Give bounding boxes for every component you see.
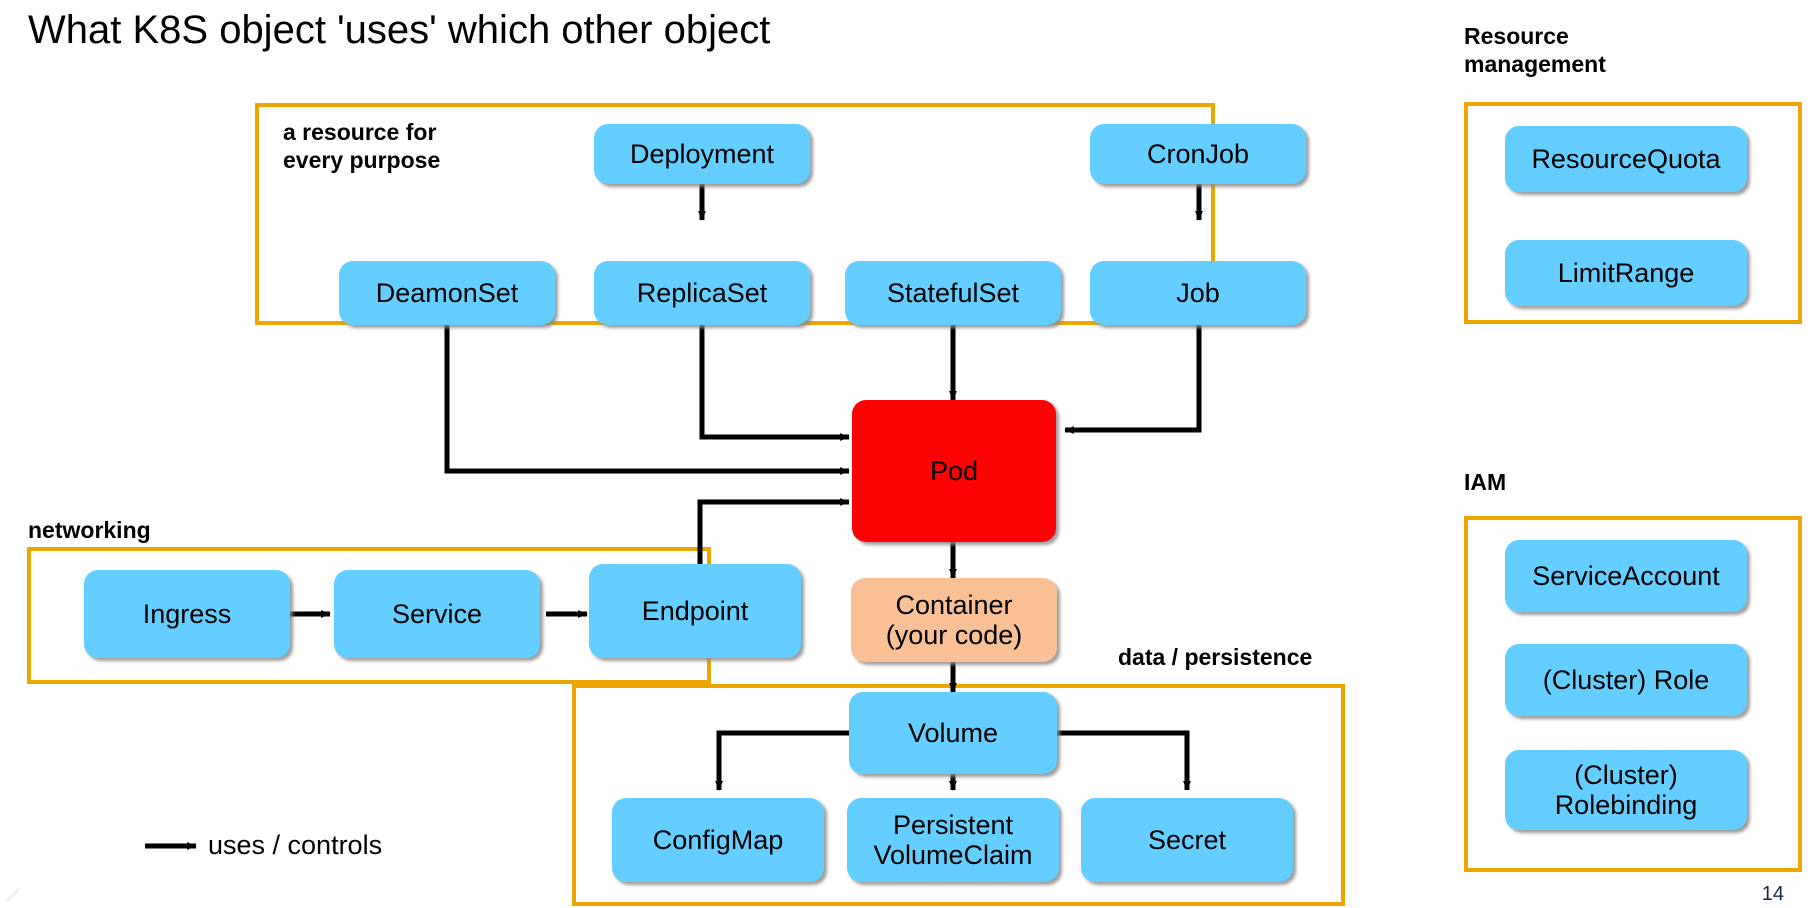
edge-endpoint-pod bbox=[697, 498, 850, 572]
caption-iam: IAM bbox=[1464, 469, 1507, 495]
node-serviceaccount[interactable]: ServiceAccount bbox=[1505, 540, 1747, 612]
page-title: What K8S object 'uses' which other objec… bbox=[28, 8, 771, 52]
node-service[interactable]: Service bbox=[334, 570, 540, 658]
page-number: 14 bbox=[1761, 883, 1784, 905]
node-cluster-rolebinding[interactable]: (Cluster) Rolebinding bbox=[1505, 750, 1747, 830]
node-pod[interactable]: Pod bbox=[852, 400, 1056, 542]
node-secret[interactable]: Secret bbox=[1081, 798, 1293, 882]
node-resourcequota[interactable]: ResourceQuota bbox=[1505, 126, 1747, 192]
corner-mark-icon bbox=[6, 888, 20, 902]
caption-resources: a resource for every purpose bbox=[283, 119, 441, 174]
node-ingress[interactable]: Ingress bbox=[84, 570, 290, 658]
node-replicaset[interactable]: ReplicaSet bbox=[594, 261, 810, 325]
group-frame-iam bbox=[1464, 516, 1802, 872]
node-endpoint[interactable]: Endpoint bbox=[589, 564, 801, 658]
node-job[interactable]: Job bbox=[1090, 261, 1306, 325]
caption-resource-management: Resource management bbox=[1464, 23, 1606, 78]
caption-persistence: data / persistence bbox=[1118, 644, 1313, 670]
node-container[interactable]: Container (your code) bbox=[851, 578, 1057, 662]
node-statefulset[interactable]: StatefulSet bbox=[845, 261, 1061, 325]
group-frame-persistence bbox=[572, 684, 1345, 906]
node-deployment[interactable]: Deployment bbox=[594, 124, 810, 184]
caption-networking: networking bbox=[28, 517, 151, 543]
node-configmap[interactable]: ConfigMap bbox=[612, 798, 824, 882]
node-cluster-role[interactable]: (Cluster) Role bbox=[1505, 644, 1747, 716]
node-deamonset[interactable]: DeamonSet bbox=[339, 261, 555, 325]
legend-label: uses / controls bbox=[208, 830, 383, 860]
node-cronjob[interactable]: CronJob bbox=[1090, 124, 1306, 184]
node-volume[interactable]: Volume bbox=[849, 692, 1057, 774]
node-limitrange[interactable]: LimitRange bbox=[1505, 240, 1747, 306]
group-frame-resource-management bbox=[1464, 102, 1802, 324]
edge-deamonset-pod bbox=[444, 301, 850, 475]
node-persistent-volume-claim[interactable]: Persistent VolumeClaim bbox=[847, 798, 1059, 882]
